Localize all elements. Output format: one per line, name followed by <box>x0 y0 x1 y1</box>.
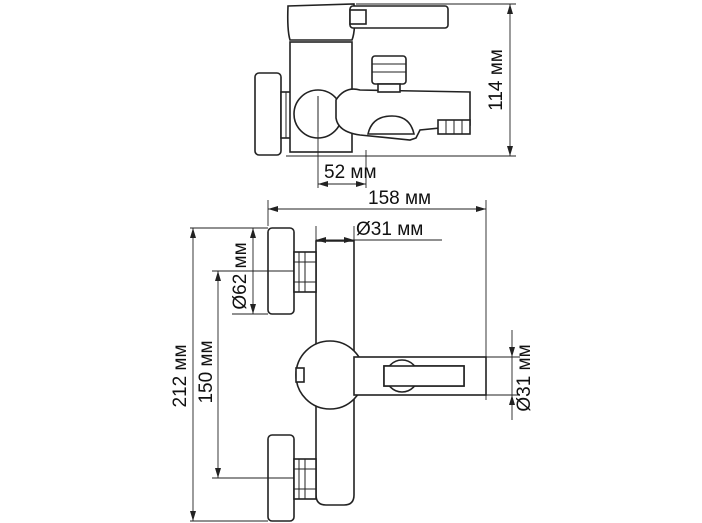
side-wall-flange <box>254 72 282 156</box>
side-outlet <box>367 115 415 135</box>
dim-flange-diameter-label: Ø62 мм <box>230 242 251 309</box>
side-view: 114 мм 52 мм <box>254 3 516 188</box>
side-cartridge-cap <box>286 3 356 41</box>
front-view: 158 мм Ø31 мм Ø62 мм 212 мм 150 мм <box>170 188 535 522</box>
dim-center-distance-label: 150 мм <box>196 340 217 403</box>
side-diverter-knob <box>371 55 407 85</box>
dim-offset-side-label: 52 мм <box>324 162 377 183</box>
dim-total-height-label: 212 мм <box>170 344 191 407</box>
dim-handle-diameter-label: Ø31 мм <box>514 344 535 411</box>
dim-body-diameter-label: Ø31 мм <box>356 219 423 240</box>
dim-total-width-label: 158 мм <box>368 188 431 209</box>
dim-height-side-label: 114 мм <box>486 49 507 111</box>
